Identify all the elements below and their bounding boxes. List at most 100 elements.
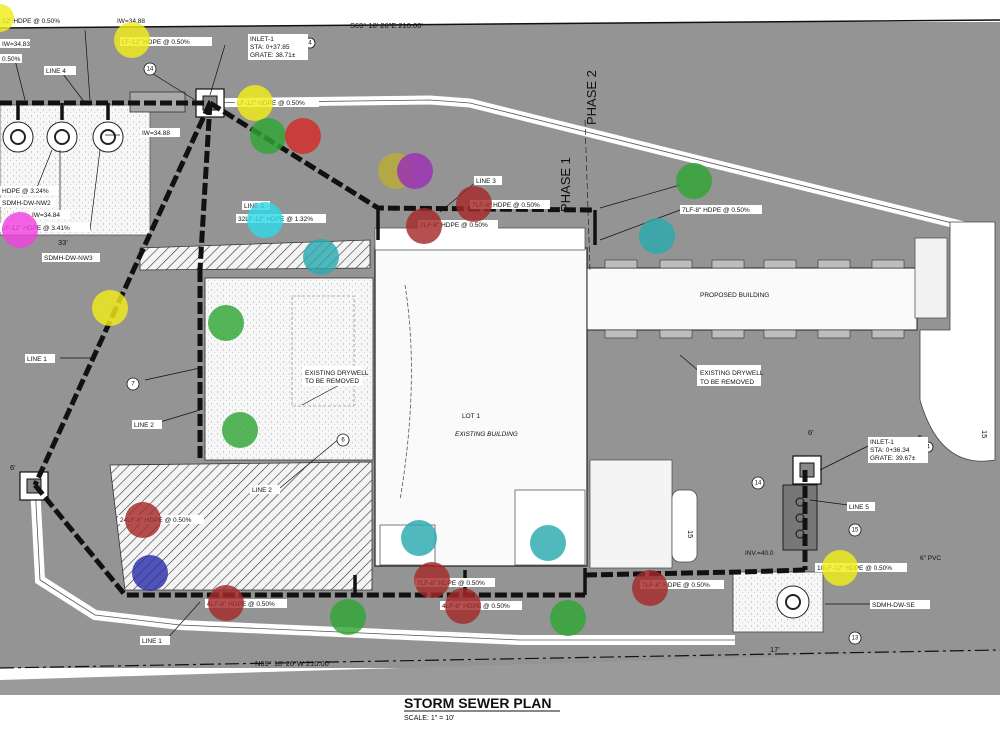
property-lines — [0, 19, 1000, 669]
annotation-marker-darkred — [414, 562, 450, 598]
pipe-label: IW=34.88 — [115, 16, 155, 25]
svg-text:6': 6' — [808, 428, 814, 437]
svg-text:13: 13 — [852, 636, 859, 642]
svg-text:14: 14 — [755, 481, 762, 487]
annotation-marker-green — [550, 600, 586, 636]
svg-text:SDMH-DW-NW2: SDMH-DW-NW2 — [2, 200, 51, 207]
inlet-note-nw: INLET-1 STA: 0+37.85 GRATE: 38.71± — [248, 34, 308, 60]
svg-text:INLET-1: INLET-1 — [250, 36, 274, 43]
pipe-label: 12" HDPE @ 0.50% — [0, 16, 70, 25]
svg-text:7LF-8" HDPE @ 0.50%: 7LF-8" HDPE @ 0.50% — [417, 580, 485, 587]
pipe-label: HDPE @ 3.24% — [0, 186, 58, 195]
pipe-label-group: 12" HDPE @ 0.50% IW=34.88 IW=34.83 0.50%… — [0, 16, 941, 645]
drywell-note-1: EXISTING DRYWELL TO BE REMOVED — [302, 366, 369, 386]
svg-text:17': 17' — [770, 645, 780, 654]
pipe-label: 0.50% — [0, 54, 22, 63]
annotation-marker-green — [676, 163, 712, 199]
pipe-label: SDMH-DW-NW2 — [0, 198, 56, 207]
svg-text:4: 4 — [926, 445, 930, 451]
svg-text:7LF-8" HDPE @ 0.50%: 7LF-8" HDPE @ 0.50% — [642, 582, 710, 589]
bearing-top: S69° 18' 26"E 210.00' — [350, 21, 423, 30]
svg-text:6" PVC: 6" PVC — [920, 555, 941, 562]
svg-text:TO BE REMOVED: TO BE REMOVED — [305, 378, 359, 385]
svg-text:7: 7 — [131, 382, 135, 388]
svg-text:STA: 0+36.34: STA: 0+36.34 — [870, 447, 910, 454]
pipe-label: IW=34.83 — [0, 39, 30, 48]
svg-text:7LF-8" HDPE @ 0.50%: 7LF-8" HDPE @ 0.50% — [682, 207, 750, 214]
svg-text:4: 4 — [308, 41, 312, 47]
svg-text:7LF-8" HDPE @ 0.50%: 7LF-8" HDPE @ 0.50% — [420, 222, 488, 229]
se-drywell-block — [732, 484, 824, 633]
annotation-marker-teal — [639, 218, 675, 254]
svg-text:15: 15 — [852, 528, 859, 534]
svg-text:7LF-8" HDPE @ 0.50%: 7LF-8" HDPE @ 0.50% — [472, 202, 540, 209]
pipe-label: IW=34.84 — [30, 210, 70, 219]
annotation-marker-green — [222, 412, 258, 448]
annotation-marker-yellow — [822, 550, 858, 586]
proposed-building — [586, 221, 996, 462]
svg-text:LINE 1: LINE 1 — [27, 356, 47, 363]
svg-text:15: 15 — [686, 530, 695, 538]
pipe-label: LINE 1 — [25, 354, 55, 363]
pipe-label: 7LF-8" HDPE @ 0.50% — [680, 205, 762, 214]
svg-text:INV.=40.0: INV.=40.0 — [745, 550, 774, 557]
annotation-marker-yellow — [237, 85, 273, 121]
svg-text:GRATE: 39.67±: GRATE: 39.67± — [870, 455, 916, 462]
svg-text:LINE 3: LINE 3 — [476, 178, 496, 185]
svg-text:SDMH-DW-SE: SDMH-DW-SE — [872, 602, 916, 609]
pipe-label: LINE 1 — [140, 636, 170, 645]
svg-text:IW=34.88: IW=34.88 — [117, 18, 145, 25]
pipe-label: LINE 2 — [132, 420, 162, 429]
pipe-label: LINE 4 — [44, 66, 76, 75]
svg-text:LINE 5: LINE 5 — [849, 504, 869, 511]
svg-text:EXISTING DRYWELL: EXISTING DRYWELL — [700, 370, 764, 377]
svg-text:INLET-1: INLET-1 — [870, 439, 894, 446]
svg-text:STA: 0+37.85: STA: 0+37.85 — [250, 44, 290, 51]
existing-building — [374, 227, 698, 569]
pipe-label: IW=34.88 — [140, 128, 180, 137]
svg-text:LINE 1: LINE 1 — [142, 638, 162, 645]
svg-text:6': 6' — [10, 463, 16, 472]
annotation-marker-darkred — [445, 588, 481, 624]
pipe-label: 7LF-8" HDPE @ 0.50% — [640, 580, 724, 589]
annotation-marker-teal — [401, 520, 437, 556]
lot-label: LOT 1 — [462, 413, 480, 420]
annotation-marker-teal — [303, 239, 339, 275]
annotation-marker-green — [330, 599, 366, 635]
svg-text:14: 14 — [147, 67, 154, 73]
svg-text:IW=34.83: IW=34.83 — [2, 41, 30, 48]
annotation-marker-green — [208, 305, 244, 341]
phase-2-label: PHASE 2 — [584, 70, 599, 125]
svg-text:LINE 2: LINE 2 — [252, 487, 272, 494]
pipe-label: LF-12" HDPE @ 0.50% — [120, 37, 212, 46]
svg-text:GRATE: 38.71±: GRATE: 38.71± — [250, 52, 296, 59]
svg-text:EXISTING DRYWELL: EXISTING DRYWELL — [305, 370, 369, 377]
pipe-label: LINE 2 — [250, 485, 280, 494]
pipe-label: 7LF-8" HDPE @ 0.50% — [470, 200, 550, 209]
pipe-label: 7LF-8" HDPE @ 0.50% — [415, 578, 495, 587]
annotation-marker-red — [285, 118, 321, 154]
proposed-building-label: PROPOSED BUILDING — [700, 292, 769, 299]
annotation-marker-darkred — [406, 208, 442, 244]
svg-text:TO BE REMOVED: TO BE REMOVED — [700, 379, 754, 386]
leader-lines — [14, 29, 871, 641]
annotation-marker-cyan — [247, 202, 283, 238]
svg-text:0.50%: 0.50% — [2, 56, 21, 63]
annotation-marker-yellow — [114, 22, 150, 58]
bearing-bottom: N69° 18' 26"W 210.00' — [255, 659, 331, 668]
pipe-label: SDMH-DW-NW3 — [42, 253, 100, 262]
annotation-marker-darkred — [208, 585, 244, 621]
svg-text:12" HDPE @ 0.50%: 12" HDPE @ 0.50% — [2, 18, 60, 25]
annotation-marker-yellow — [0, 4, 14, 32]
svg-text:IW=34.88: IW=34.88 — [142, 130, 170, 137]
svg-text:HDPE @ 3.24%: HDPE @ 3.24% — [2, 188, 49, 195]
pipe-label: SDMH-DW-SE — [870, 600, 930, 609]
svg-text:6: 6 — [341, 438, 345, 444]
phase-divider — [584, 119, 591, 271]
nw-drywell-manholes — [2, 121, 124, 153]
svg-text:SDMH-DW-NW3: SDMH-DW-NW3 — [44, 255, 93, 262]
svg-text:IW=34.84: IW=34.84 — [32, 212, 60, 219]
annotation-marker-navy — [132, 555, 168, 591]
